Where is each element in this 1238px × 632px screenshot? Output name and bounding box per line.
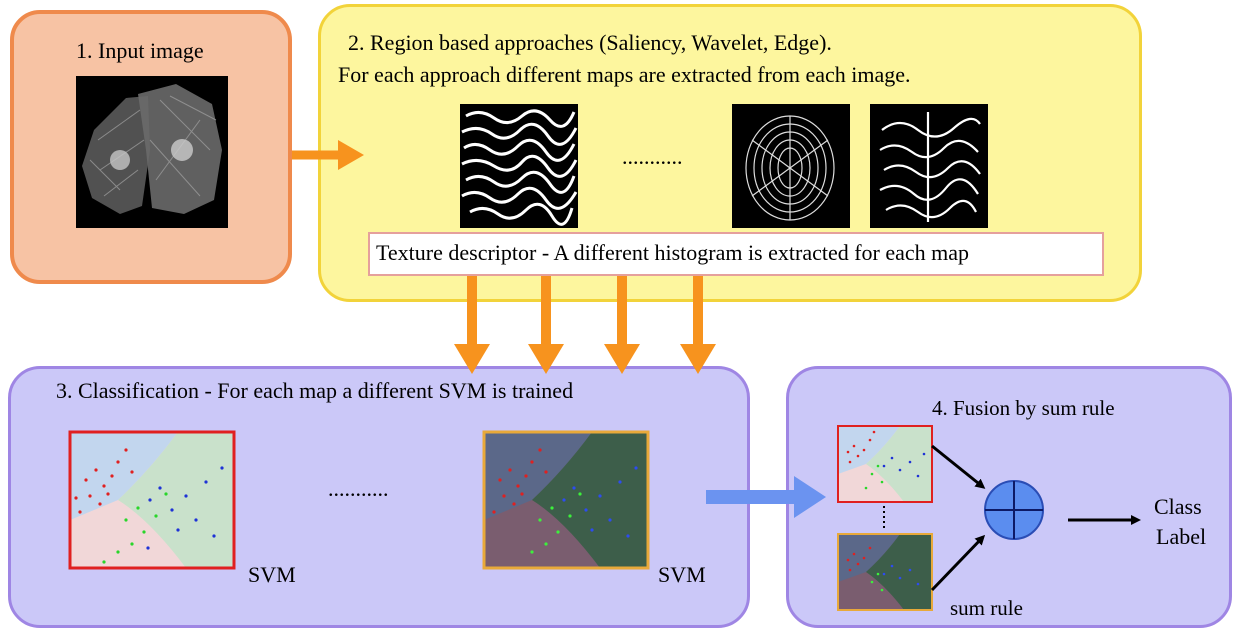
region-subtitle: For each approach different maps are ext… (338, 62, 911, 87)
saliency-map (460, 104, 578, 228)
svm-plot (482, 430, 650, 570)
sum-rule-label: sum rule (950, 596, 1023, 620)
arrows-region-to-classification (454, 276, 716, 374)
wavelet-map (732, 104, 850, 228)
texture-descriptor-label: Texture descriptor - A different histogr… (376, 240, 970, 265)
cell-image (76, 76, 228, 228)
region-title: 2. Region based approaches (Saliency, Wa… (348, 30, 832, 55)
svm-label-left: SVM (248, 562, 296, 587)
sum-node-icon (984, 480, 1044, 540)
fusion-title: 4. Fusion by sum rule (932, 396, 1115, 420)
svm-plot (68, 430, 236, 570)
class-label-line2: Label (1156, 524, 1207, 549)
classification-ellipsis: ........... (328, 476, 389, 501)
class-label-line1: Class (1154, 494, 1202, 519)
texture-descriptor-box: Texture descriptor - A different histogr… (368, 232, 1104, 276)
svm-label-right: SVM (658, 562, 706, 587)
arrow-classification-to-fusion (706, 476, 826, 518)
svm-plot (837, 425, 933, 503)
arrow-to-sum-top (931, 444, 986, 489)
input-title: 1. Input image (76, 38, 204, 63)
arrow-input-to-region (292, 140, 364, 170)
region-ellipsis: ........... (622, 144, 683, 169)
classification-title: 3. Classification - For each map a diffe… (56, 378, 574, 403)
edge-map (870, 104, 988, 228)
arrow-to-sum-bottom (930, 534, 986, 592)
svm-plot (837, 533, 933, 611)
